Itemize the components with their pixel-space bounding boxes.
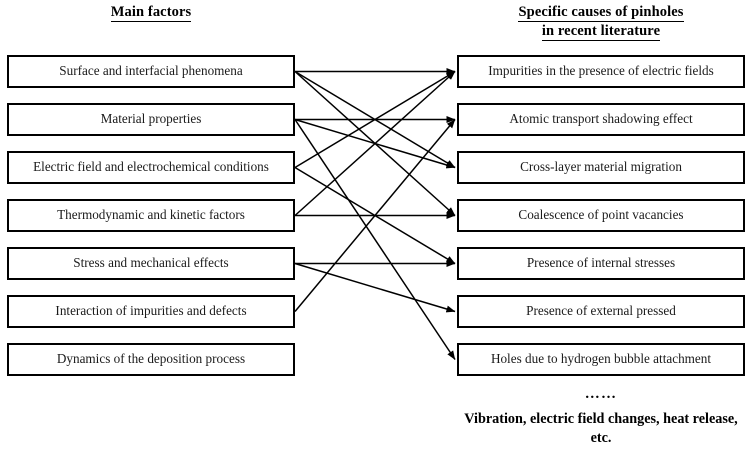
connection-line-L6-to-R2 xyxy=(294,119,456,312)
connection-line-L1-to-R4 xyxy=(294,70,456,217)
connection-line-L2-to-R3 xyxy=(294,118,456,169)
right-node-7-label: Holes due to hydrogen bubble attachment xyxy=(490,351,712,367)
left-node-4-label: Thermodynamic and kinetic factors xyxy=(57,207,245,223)
left-node-7-label: Dynamics of the deposition process xyxy=(56,351,246,367)
left-node-5-label: Stress and mechanical effects xyxy=(73,255,229,271)
left-node-5[interactable]: Stress and mechanical effects xyxy=(7,247,295,280)
right-node-2-label: Atomic transport shadowing effect xyxy=(509,111,693,127)
left-node-3[interactable]: Electric field and electrochemical condi… xyxy=(7,151,295,184)
connection-line-L2-to-R7 xyxy=(294,119,456,360)
left-node-1-label: Surface and interfacial phenomena xyxy=(59,63,243,79)
right-node-4-label: Coalescence of point vacancies xyxy=(518,207,684,223)
right-node-3[interactable]: Cross-layer material migration xyxy=(457,151,745,184)
right-column-header-line2: in recent literature xyxy=(541,23,661,41)
left-node-6-label: Interaction of impurities and defects xyxy=(55,303,247,319)
right-column-header-line1: Specific causes of pinholes xyxy=(518,4,684,22)
left-column-header-line1: Main factors xyxy=(110,4,192,22)
connection-line-L4-to-R1 xyxy=(294,70,456,217)
connection-line-L3-to-R1 xyxy=(294,70,456,169)
connection-line-L1-to-R3 xyxy=(294,70,456,169)
right-node-5-label: Presence of internal stresses xyxy=(526,255,676,271)
left-node-2-label: Material properties xyxy=(100,111,202,127)
right-node-3-label: Cross-layer material migration xyxy=(520,159,682,175)
right-node-1-label: Impurities in the presence of electric f… xyxy=(488,63,714,79)
left-node-7[interactable]: Dynamics of the deposition process xyxy=(7,343,295,376)
right-node-6[interactable]: Presence of external pressed xyxy=(457,295,745,328)
left-node-1[interactable]: Surface and interfacial phenomena xyxy=(7,55,295,88)
closing-note: Vibration, electric field changes, heat … xyxy=(464,411,738,446)
left-node-2[interactable]: Material properties xyxy=(7,103,295,136)
ellipsis-note: …… xyxy=(584,386,618,402)
left-node-3-label: Electric field and electrochemical condi… xyxy=(33,159,269,175)
right-column-header: Specific causes of pinholes in recent li… xyxy=(457,3,745,41)
right-node-4[interactable]: Coalescence of point vacancies xyxy=(457,199,745,232)
right-node-1[interactable]: Impurities in the presence of electric f… xyxy=(457,55,745,88)
left-node-4[interactable]: Thermodynamic and kinetic factors xyxy=(7,199,295,232)
left-column-header: Main factors xyxy=(7,3,295,22)
connection-line-L3-to-R5 xyxy=(294,166,456,265)
right-node-6-label: Presence of external pressed xyxy=(526,303,676,319)
left-node-6[interactable]: Interaction of impurities and defects xyxy=(7,295,295,328)
connection-line-L5-to-R6 xyxy=(294,262,456,313)
right-node-5[interactable]: Presence of internal stresses xyxy=(457,247,745,280)
right-node-7[interactable]: Holes due to hydrogen bubble attachment xyxy=(457,343,745,376)
right-node-2[interactable]: Atomic transport shadowing effect xyxy=(457,103,745,136)
